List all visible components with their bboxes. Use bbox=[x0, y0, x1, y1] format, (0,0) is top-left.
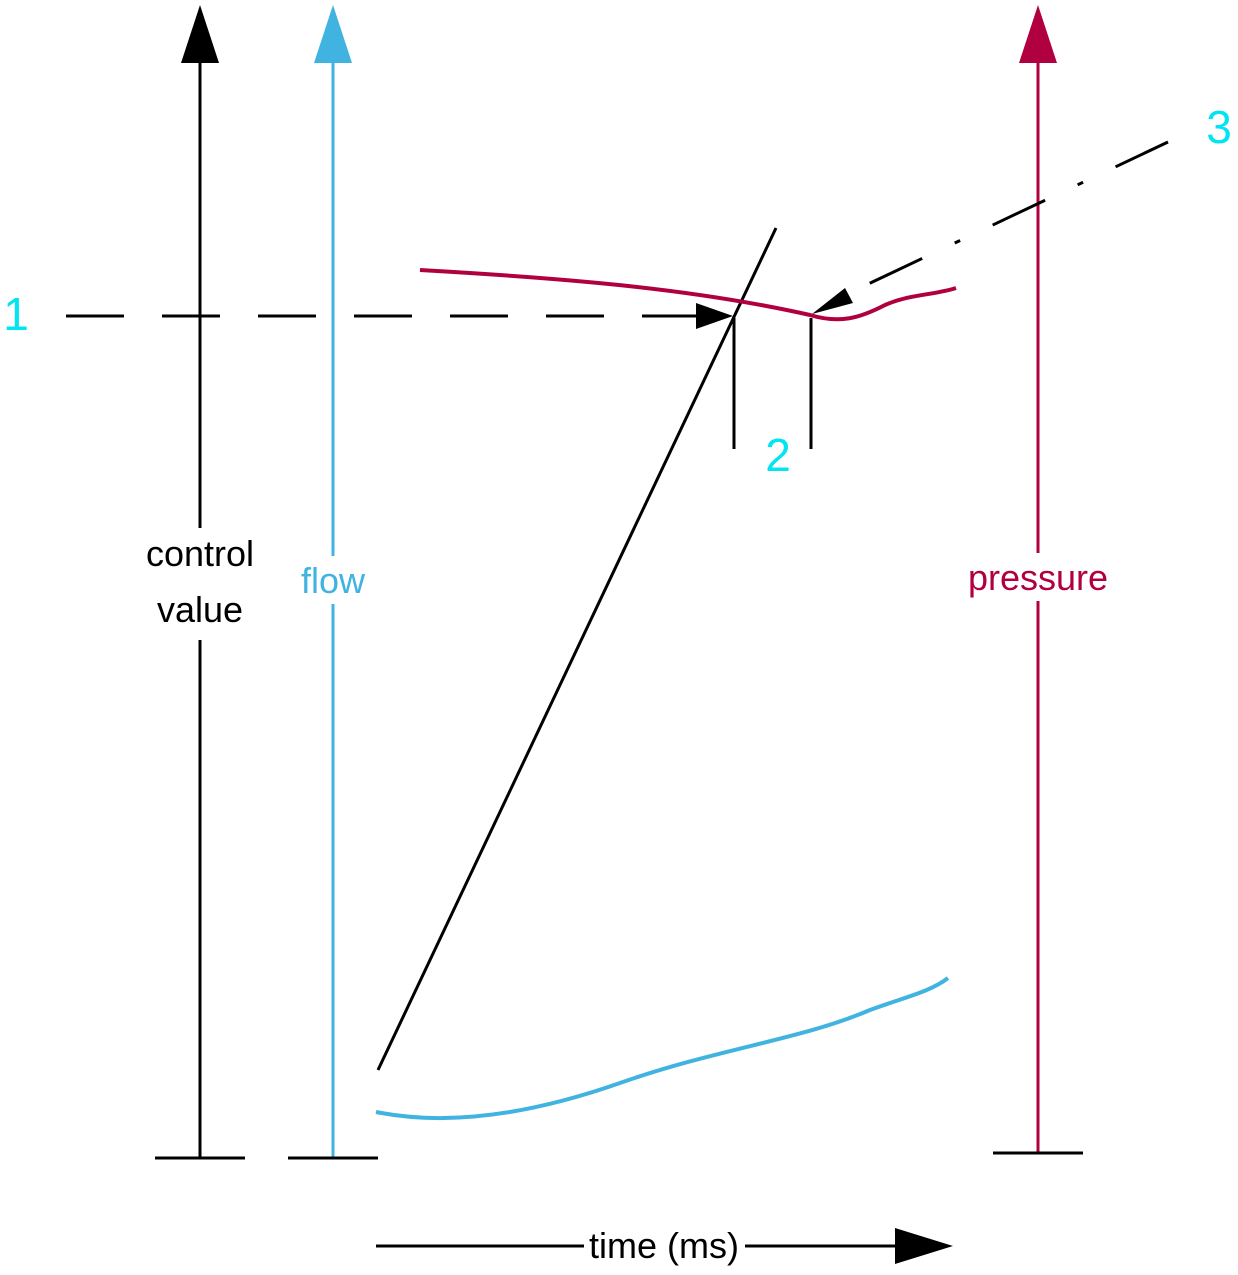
pressure-label-gap bbox=[958, 553, 1118, 601]
flow-label-gap bbox=[292, 556, 374, 604]
time-axis-arrowhead bbox=[895, 1228, 953, 1264]
marker-1-label: 1 bbox=[3, 288, 29, 340]
pressure-label: pressure bbox=[968, 557, 1108, 598]
control-ramp-line bbox=[376, 227, 778, 1071]
control-label-gap bbox=[138, 528, 262, 640]
pressure-axis-arrowhead bbox=[1019, 5, 1057, 63]
control-value-label-line1: control bbox=[146, 533, 254, 574]
pressure-curve bbox=[419, 268, 957, 322]
flow-label: flow bbox=[301, 560, 366, 601]
control-value-label-line2: value bbox=[157, 589, 243, 630]
marker-3-arrowhead bbox=[812, 288, 853, 314]
marker-1-arrowhead bbox=[696, 303, 733, 329]
control-value-axis-arrowhead bbox=[181, 5, 219, 63]
flow-curve bbox=[375, 976, 950, 1121]
marker-3-label: 3 bbox=[1206, 101, 1232, 153]
flow-axis-arrowhead bbox=[314, 5, 352, 63]
time-axis-label: time (ms) bbox=[589, 1225, 739, 1266]
marker-3-dashed-line bbox=[844, 140, 1169, 297]
marker-2-label: 2 bbox=[765, 429, 791, 481]
